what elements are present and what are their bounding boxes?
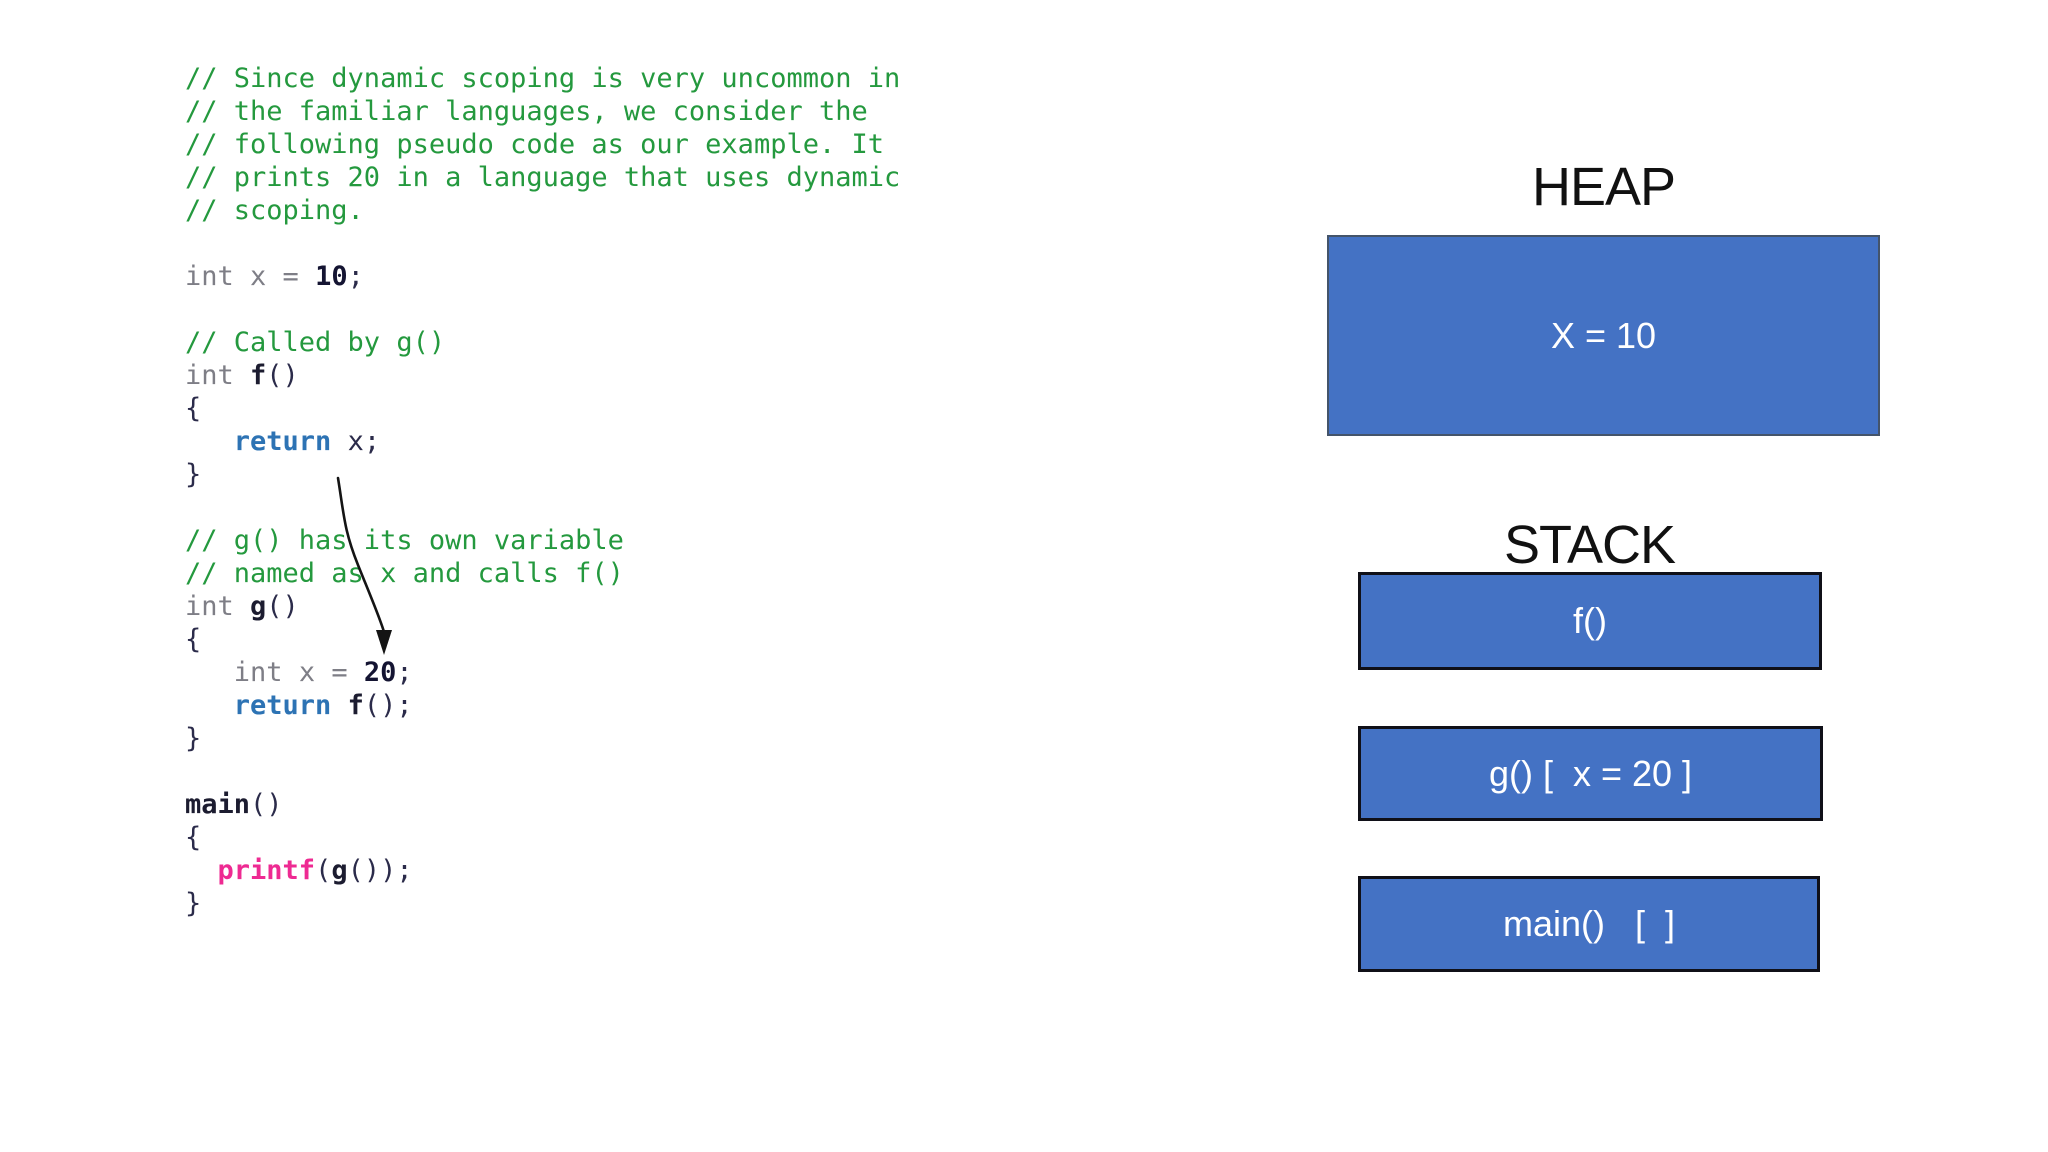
code-token-return: return — [233, 426, 332, 457]
code-line: // prints 20 in a language that uses dyn… — [185, 161, 900, 194]
code-line: int g() — [185, 590, 900, 623]
code-token-comment: // following pseudo code as our example.… — [185, 129, 884, 160]
code-token-function: f — [250, 360, 267, 391]
stack-frame-f: f() — [1358, 572, 1822, 670]
heap-title: HEAP — [1531, 157, 1676, 217]
code-token-function: g — [331, 855, 348, 886]
code-token-keyword: int — [185, 360, 251, 391]
code-token-plain: () — [250, 789, 283, 820]
code-token-function: main — [185, 789, 251, 820]
code-token-plain — [185, 690, 234, 721]
code-token-keyword: int — [185, 261, 251, 292]
code-token-comment: // prints 20 in a language that uses dyn… — [185, 162, 901, 193]
code-token-plain: } — [185, 459, 202, 490]
code-line: // scoping. — [185, 194, 900, 227]
stack-frame-label: f() — [1573, 600, 1607, 641]
code-token-plain — [331, 690, 347, 721]
code-token-plain: ()); — [347, 855, 413, 886]
code-line: // named as x and calls f() — [185, 557, 900, 590]
code-token-printf: printf — [217, 855, 316, 886]
stack-frame-label: g() [ x = 20 ] — [1488, 752, 1693, 794]
code-token-plain — [185, 657, 234, 688]
stack-frame-g: g() [ x = 20 ] — [1358, 726, 1823, 821]
code-line: // Called by g() — [185, 326, 900, 359]
flow-arrow — [336, 476, 392, 655]
code-line: return x; — [185, 425, 900, 458]
code-line — [185, 755, 900, 788]
code-line: // g() has its own variable — [185, 524, 900, 557]
code-token-plain — [185, 426, 234, 457]
code-line: printf(g()); — [185, 854, 900, 887]
code-line: int f() — [185, 359, 900, 392]
code-line: return f(); — [185, 689, 900, 722]
code-line — [185, 227, 900, 260]
code-line: } — [185, 887, 900, 920]
code-line: // the familiar languages, we consider t… — [185, 95, 900, 128]
code-token-plain: () — [266, 360, 299, 391]
stack-title: STACK — [1503, 515, 1676, 575]
code-token-plain: () — [266, 591, 299, 622]
code-token-plain: { — [185, 624, 202, 655]
code-token-number: 20 — [363, 657, 397, 688]
code-token-number: 10 — [315, 261, 348, 292]
code-line — [185, 491, 900, 524]
code-token-comment: // g() has its own variable — [185, 525, 624, 556]
code-token-operator: x = — [298, 657, 364, 688]
code-line: { — [185, 623, 900, 656]
code-token-plain: ; — [396, 657, 413, 688]
code-line: { — [185, 821, 900, 854]
code-token-function: f — [347, 690, 364, 721]
code-token-plain — [185, 855, 218, 886]
code-line — [185, 293, 900, 326]
code-token-plain: { — [185, 822, 202, 853]
flow-arrowhead-icon — [376, 630, 392, 655]
code-token-keyword: int — [233, 657, 299, 688]
code-token-plain: x; — [331, 426, 381, 457]
code-line: // Since dynamic scoping is very uncommo… — [185, 62, 900, 95]
code-token-plain: (); — [363, 690, 413, 721]
code-token-plain: { — [185, 393, 202, 424]
code-token-comment: // the familiar languages, we consider t… — [185, 96, 868, 127]
code-token-plain: ; — [347, 261, 364, 292]
code-line: int x = 10; — [185, 260, 900, 293]
code-token-comment: // Called by g() — [185, 327, 446, 358]
code-token-plain: ( — [315, 855, 332, 886]
code-token-function: g — [250, 591, 267, 622]
code-token-plain: } — [185, 888, 202, 919]
stack-frame-main: main() [ ] — [1358, 876, 1820, 972]
code-line: // following pseudo code as our example.… — [185, 128, 900, 161]
code-line: } — [185, 722, 900, 755]
stack-frame-label: main() [ ] — [1502, 903, 1676, 944]
code-token-keyword: int — [185, 591, 251, 622]
code-token-comment: // Since dynamic scoping is very uncommo… — [185, 63, 901, 94]
flow-arrow-line — [336, 476, 386, 634]
code-block: // Since dynamic scoping is very uncommo… — [185, 62, 900, 920]
code-token-plain: } — [185, 723, 202, 754]
code-token-comment: // scoping. — [185, 195, 364, 226]
code-line: { — [185, 392, 900, 425]
heap-box-label: X = 10 — [1550, 314, 1657, 356]
code-line: main() — [185, 788, 900, 821]
code-token-return: return — [233, 690, 332, 721]
code-token-comment: // named as x and calls f() — [185, 558, 624, 589]
code-line: int x = 20; — [185, 656, 900, 689]
code-line: } — [185, 458, 900, 491]
heap-box: X = 10 — [1327, 235, 1880, 436]
code-token-operator: x = — [250, 261, 316, 292]
